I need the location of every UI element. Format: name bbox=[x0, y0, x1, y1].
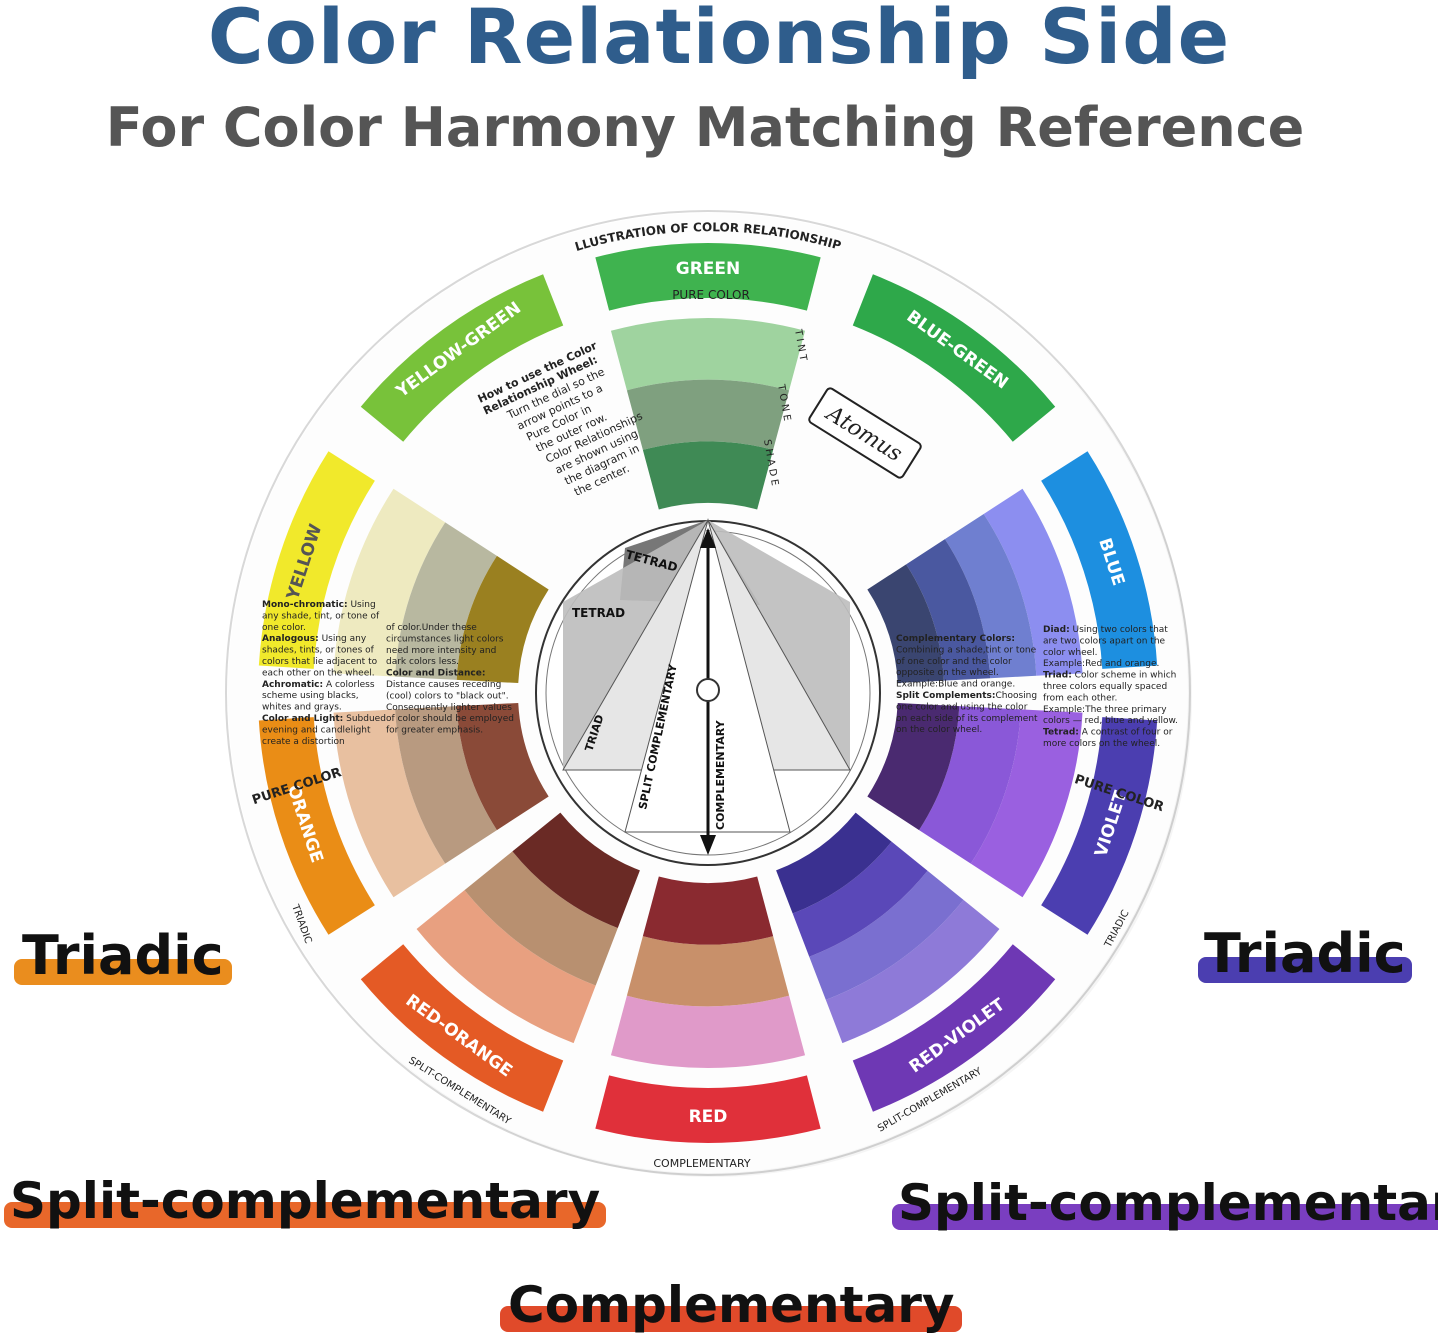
dial-pivot[interactable] bbox=[696, 678, 720, 702]
swatch-wedge bbox=[776, 812, 1000, 1044]
pure-color-label: PURE COLOR bbox=[672, 288, 750, 302]
segment-blue: BLUE bbox=[1041, 451, 1158, 669]
complementary-label: COMPLEMENTARY bbox=[653, 1157, 751, 1170]
callout-triadic-right: Triadic bbox=[1198, 922, 1412, 985]
swatch-wedge bbox=[610, 318, 806, 510]
swatch-wedge bbox=[867, 488, 1083, 684]
segment-red: RED bbox=[595, 1075, 821, 1143]
callout-complementary: Complementary bbox=[500, 1276, 963, 1334]
callout-split-left: Split-complementary bbox=[4, 1172, 607, 1230]
tetrad-label: TETRAD bbox=[572, 606, 625, 620]
right-info-text: Complementary Colors:Combining a shade,t… bbox=[896, 634, 1038, 735]
swatch-wedge bbox=[610, 876, 806, 1068]
segment-green: GREEN bbox=[595, 242, 821, 311]
complementary-dial-label: COMPLEMENTARY bbox=[714, 719, 727, 830]
callout-triadic-left: Triadic bbox=[14, 924, 232, 987]
outer-segments: GREENBLUE-GREENBLUEVIOLETRED-VIOLETREDRE… bbox=[258, 242, 1158, 1143]
segment-yellow: YELLOW bbox=[258, 451, 375, 669]
swatch-wedge bbox=[333, 702, 549, 898]
swatch-wedge bbox=[416, 812, 640, 1044]
page-title: Color Relationship Side bbox=[207, 0, 1231, 81]
page-subtitle: For Color Harmony Matching Reference bbox=[105, 96, 1305, 159]
segment-label: RED bbox=[689, 1107, 728, 1127]
swatch-wedge bbox=[333, 488, 549, 684]
segment-label: GREEN bbox=[676, 259, 741, 279]
segment-violet: VIOLET bbox=[1041, 717, 1158, 935]
segment-orange: ORANGE bbox=[258, 717, 375, 935]
callout-split-right: Split-complementary bbox=[892, 1174, 1438, 1232]
swatch-wedge bbox=[867, 702, 1083, 898]
